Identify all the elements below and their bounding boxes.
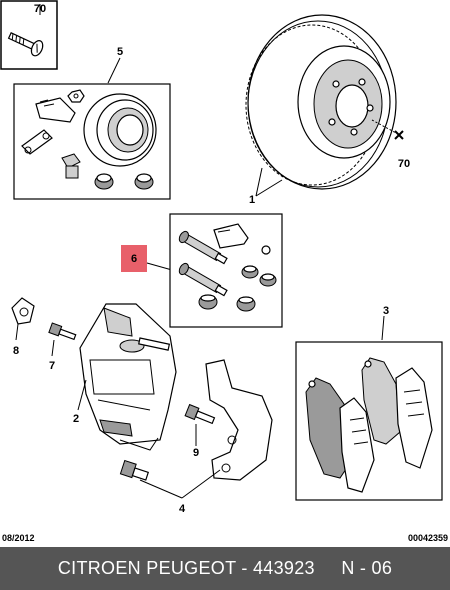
bolt-part-9: 9 bbox=[184, 403, 216, 459]
footer-date: 08/2012 bbox=[2, 533, 35, 543]
brake-disc-part: 70 1 bbox=[245, 14, 410, 206]
callout-8: 8 bbox=[13, 345, 19, 357]
clip-part-8: 8 bbox=[11, 297, 35, 357]
title-bar: CITROEN PEUGEOT - 443923 N - 06 bbox=[0, 547, 450, 590]
callout-2: 2 bbox=[73, 413, 79, 425]
caliper-bracket-part bbox=[205, 359, 273, 481]
caliper-part: 2 bbox=[73, 303, 177, 451]
bolt-part-4: 4 bbox=[119, 459, 221, 515]
callout-70-top: 70 bbox=[34, 3, 46, 15]
callout-3: 3 bbox=[383, 305, 389, 317]
screw-part-box: 70 bbox=[0, 0, 58, 70]
callout-70-disc: 70 bbox=[398, 158, 410, 170]
callout-7: 7 bbox=[49, 360, 55, 372]
bolt-part-7: 7 bbox=[48, 322, 77, 372]
callout-6-highlight bbox=[121, 245, 147, 272]
callout-6: 6 bbox=[131, 253, 137, 265]
callout-4: 4 bbox=[179, 503, 186, 515]
parts-diagram: 70 5 bbox=[0, 0, 448, 543]
callout-5: 5 bbox=[117, 46, 123, 58]
callout-1: 1 bbox=[249, 194, 255, 206]
callout-9: 9 bbox=[193, 447, 199, 459]
hardware-kit-box: 5 bbox=[13, 46, 171, 200]
brake-pads-box: 3 bbox=[295, 305, 443, 501]
footer-code: 00042359 bbox=[408, 533, 448, 543]
title-bar-text: CITROEN PEUGEOT - 443923 N - 06 bbox=[57, 558, 393, 578]
guide-pin-kit-box: 6 bbox=[121, 213, 283, 328]
